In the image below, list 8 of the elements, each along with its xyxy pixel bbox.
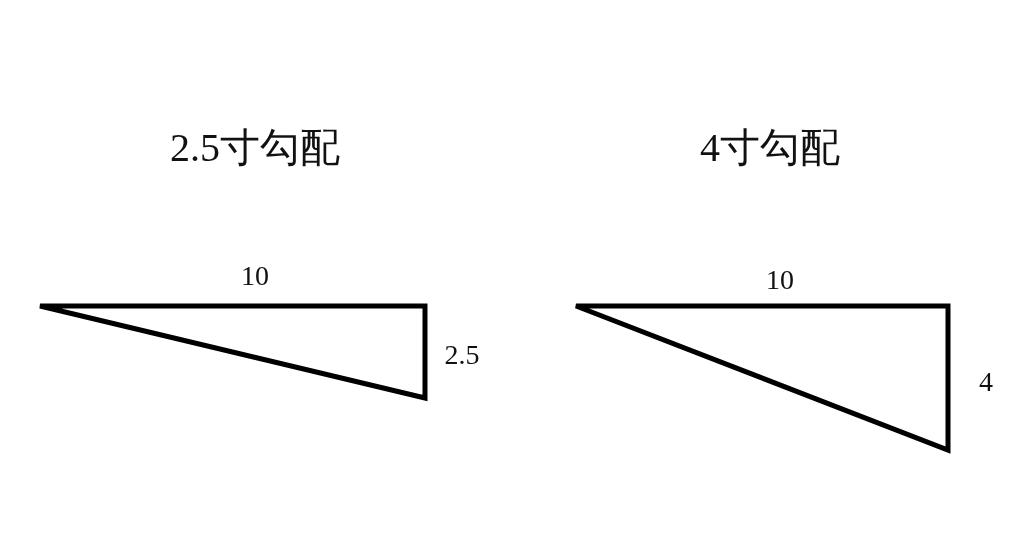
slope-triangle <box>573 303 951 454</box>
dimension-label: 4 <box>979 368 993 396</box>
heading: 2.5寸勾配 <box>170 128 340 168</box>
slope-triangle <box>37 303 428 402</box>
dimension-label: 10 <box>766 266 794 294</box>
dimension-label: 2.5 <box>444 341 480 369</box>
dimension-label: 10 <box>241 262 269 290</box>
heading: 4寸勾配 <box>700 128 840 168</box>
